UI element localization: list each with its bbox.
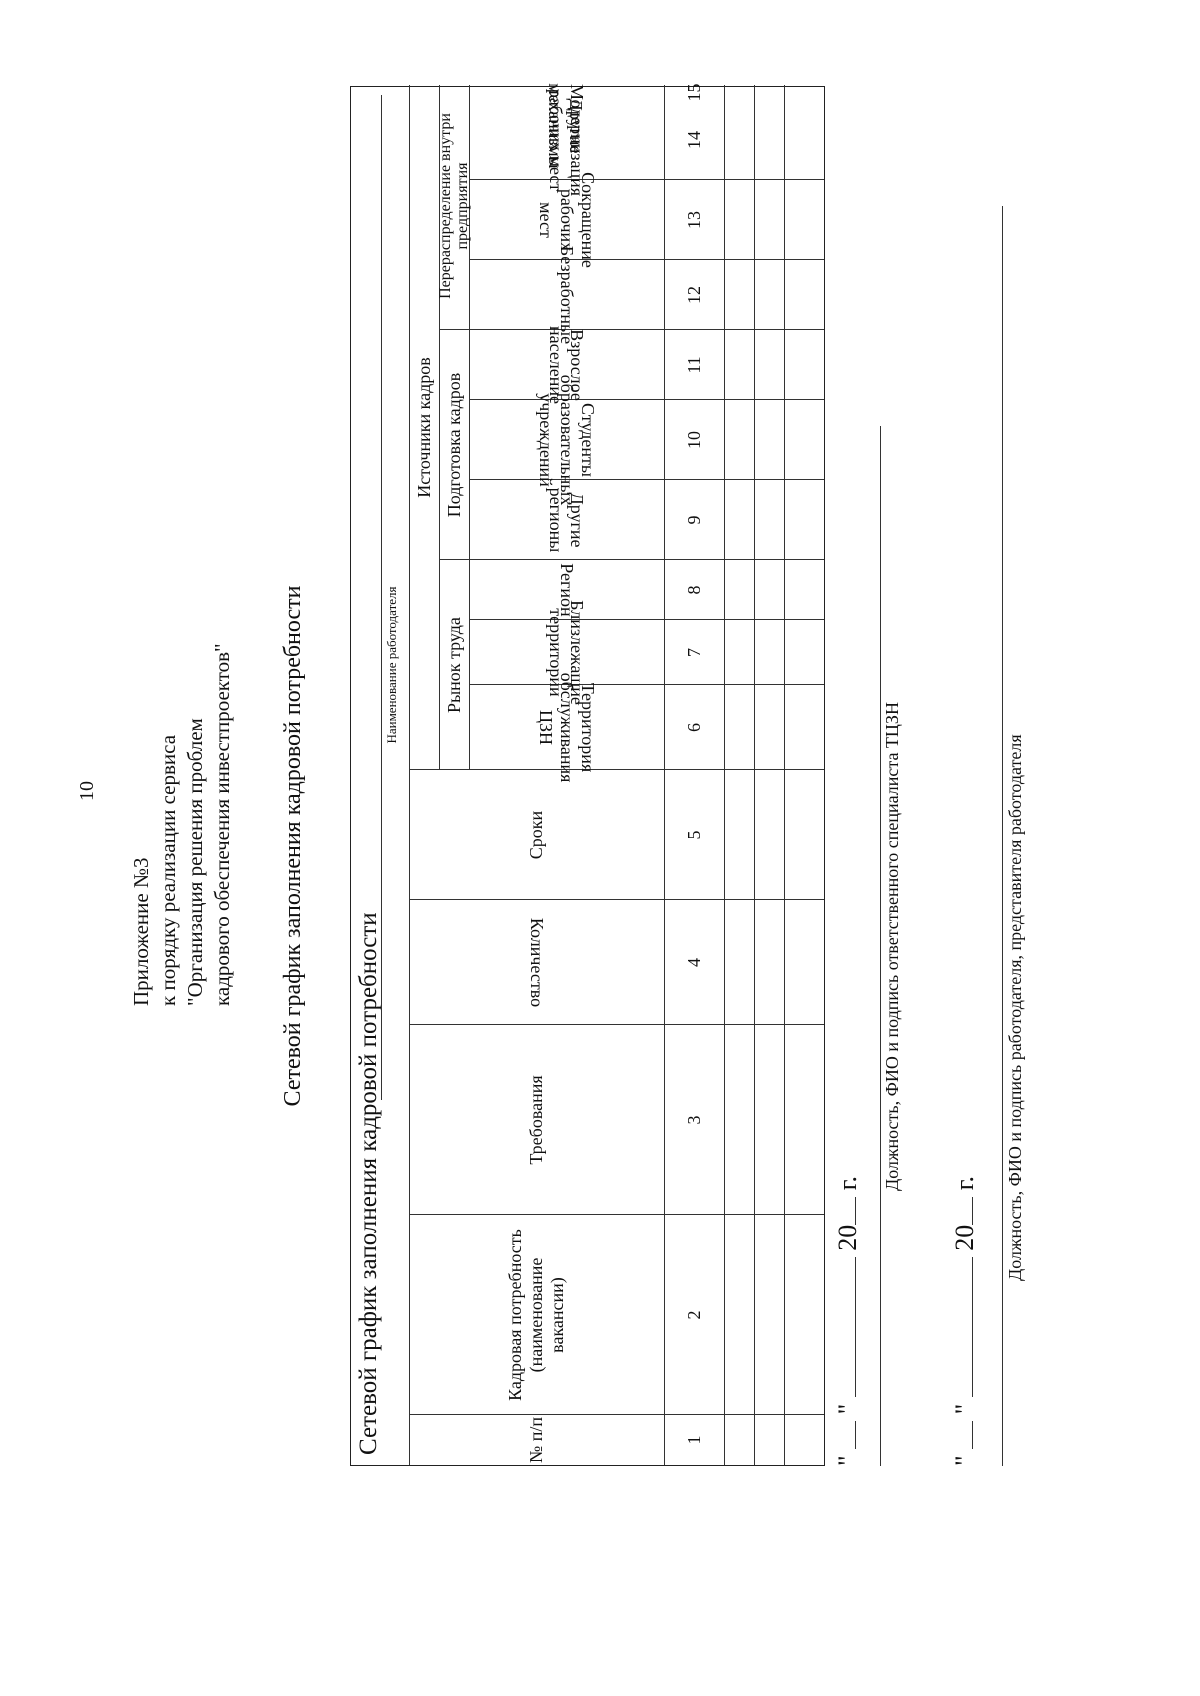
col-number: 7 bbox=[683, 648, 704, 657]
header-unemployed: Безработные bbox=[557, 245, 577, 345]
col-number: 14 bbox=[683, 131, 704, 149]
appendix-line-4: кадрового обеспечения инвестпроектов" bbox=[210, 643, 234, 1006]
document-title: Сетевой график заполнения кадровой потре… bbox=[280, 585, 306, 1107]
header-terms: Сроки bbox=[526, 810, 546, 860]
date-1-open-quote: " bbox=[833, 1455, 862, 1466]
date-2-close-quote: " bbox=[950, 1403, 979, 1415]
header-labor-market: Рынок труда bbox=[443, 617, 464, 713]
col-number: 13 bbox=[683, 211, 704, 229]
date-2-year-suffix: г. bbox=[950, 1176, 979, 1191]
appendix-line-2: к порядку реализации сервиса bbox=[156, 734, 180, 1006]
appendix-line-1: Приложение №3 bbox=[129, 857, 153, 1007]
date-2-open-quote: " bbox=[950, 1455, 979, 1466]
col-number: 4 bbox=[683, 958, 704, 967]
col-number: 1 bbox=[683, 1435, 704, 1445]
col-number: 8 bbox=[683, 585, 704, 595]
page-number: 10 bbox=[76, 781, 98, 801]
staffing-schedule-form: Сетевой график заполнения кадровой потре… bbox=[350, 83, 825, 1466]
col-number: 2 bbox=[683, 1310, 704, 1320]
date-1-year-suffix: г. bbox=[833, 1176, 862, 1191]
header-requirements: Требования bbox=[526, 1075, 546, 1165]
header-quantity: Количество bbox=[527, 917, 547, 1008]
col-number: 10 bbox=[683, 431, 704, 449]
col-number: 6 bbox=[683, 723, 704, 732]
row-2-bottom-rule bbox=[784, 85, 785, 1465]
signature-caption-2: Должность, ФИО и подпись работодателя, п… bbox=[1005, 734, 1025, 1281]
date-1-close-quote: " bbox=[833, 1403, 862, 1415]
header-nearby-territories: Близлежащие территории bbox=[546, 600, 588, 705]
header-redistribution: Перераспределение внутри предприятия bbox=[437, 113, 471, 299]
date-2-year-prefix: 20 bbox=[950, 1224, 979, 1251]
signature-line-1 bbox=[880, 426, 881, 1466]
signature-line-2 bbox=[1002, 206, 1003, 1466]
col-number: 9 bbox=[683, 515, 704, 525]
col-number: 5 bbox=[683, 830, 704, 840]
employer-caption: Наименование работодателя bbox=[384, 586, 399, 744]
appendix-line-3: "Организация решения проблем bbox=[183, 718, 207, 1006]
header-training: Подготовка кадров bbox=[443, 372, 464, 518]
date-line-2: " " 20 г. bbox=[950, 1176, 980, 1466]
header-sources: Источники кадров bbox=[413, 357, 434, 498]
appendix-note: Приложение №3 к порядку реализации серви… bbox=[128, 446, 236, 1006]
header-staffing-need: Кадровая потребность (наименование вакан… bbox=[505, 1229, 567, 1401]
col-number: 12 bbox=[683, 286, 704, 304]
signature-caption-1: Должность, ФИО и подпись ответственного … bbox=[882, 702, 902, 1191]
date-1-year-prefix: 20 bbox=[833, 1224, 862, 1251]
col-number: 3 bbox=[683, 1115, 704, 1125]
employer-name-line bbox=[381, 95, 382, 1100]
col-number: 15 bbox=[683, 83, 704, 102]
date-line-1: " " 20 г. bbox=[833, 1176, 863, 1466]
row-1-bottom-rule bbox=[754, 85, 755, 1465]
col-number: 11 bbox=[683, 356, 704, 374]
header-other-mechanisms-text: Другие механизмы bbox=[545, 83, 587, 169]
header-region: Регион bbox=[557, 563, 577, 617]
header-students: Студенты образовательных учреждений bbox=[536, 374, 598, 506]
numbers-bottom-rule bbox=[724, 85, 725, 1465]
header-num: № п/п bbox=[526, 1417, 546, 1463]
form-title: Сетевой график заполнения кадровой потре… bbox=[355, 912, 382, 1455]
